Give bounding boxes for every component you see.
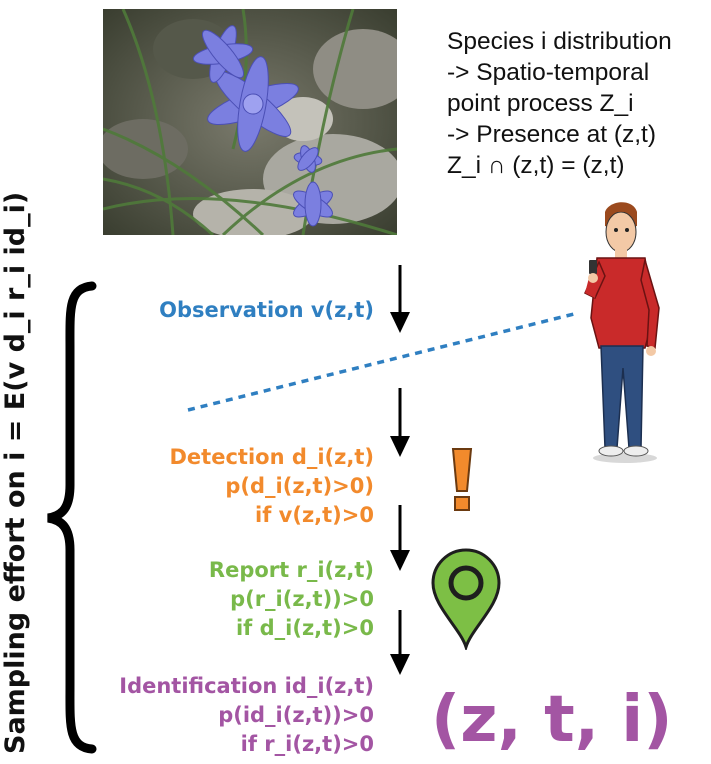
identification-label: Identification id_i(z,t) <box>119 674 374 698</box>
detection-label: Detection d_i(z,t) <box>169 445 375 469</box>
result-tuple: (z, t, i) <box>431 683 673 757</box>
down-arrow-icon <box>390 505 410 571</box>
detection-step: Detection d_i(z,t) p(d_i(z,t)>0) if v(z,… <box>170 443 375 530</box>
detection-probability: p(d_i(z,t)>0) <box>225 474 374 498</box>
flower-photo <box>103 9 397 235</box>
down-arrow-icon <box>390 265 410 333</box>
down-arrow-icon <box>390 388 410 457</box>
location-pin-icon <box>431 548 501 650</box>
species-line-3: point process Z_i <box>447 90 634 117</box>
observation-dotted-line <box>187 311 579 412</box>
report-condition: if d_i(z,t)>0 <box>235 616 374 640</box>
exclamation-icon <box>451 448 473 511</box>
observation-step: Observation v(z,t) <box>159 296 374 325</box>
identification-condition: if r_i(z,t)>0 <box>240 732 374 756</box>
down-arrow-icon <box>390 610 410 675</box>
species-line-5: Z_i ∩ (z,t) = (z,t) <box>447 152 625 179</box>
report-probability: p(r_i(z,t))>0 <box>230 587 374 611</box>
species-line-4: -> Presence at (z,t) <box>447 121 657 148</box>
species-distribution-text: Species i distribution -> Spatio-tempora… <box>447 26 672 181</box>
report-label: Report r_i(z,t) <box>208 558 374 582</box>
species-line-1: Species i distribution <box>447 28 672 55</box>
observation-label: Observation v(z,t) <box>159 298 374 322</box>
person-icon <box>584 202 660 463</box>
identification-probability: p(id_i(z,t))>0 <box>218 703 374 727</box>
identification-step: Identification id_i(z,t) p(id_i(z,t))>0 … <box>119 672 374 759</box>
curly-brace <box>47 281 97 754</box>
report-step: Report r_i(z,t) p(r_i(z,t))>0 if d_i(z,t… <box>209 556 374 643</box>
species-line-2: -> Spatio-temporal <box>447 59 650 86</box>
detection-condition: if v(z,t)>0 <box>255 503 374 527</box>
